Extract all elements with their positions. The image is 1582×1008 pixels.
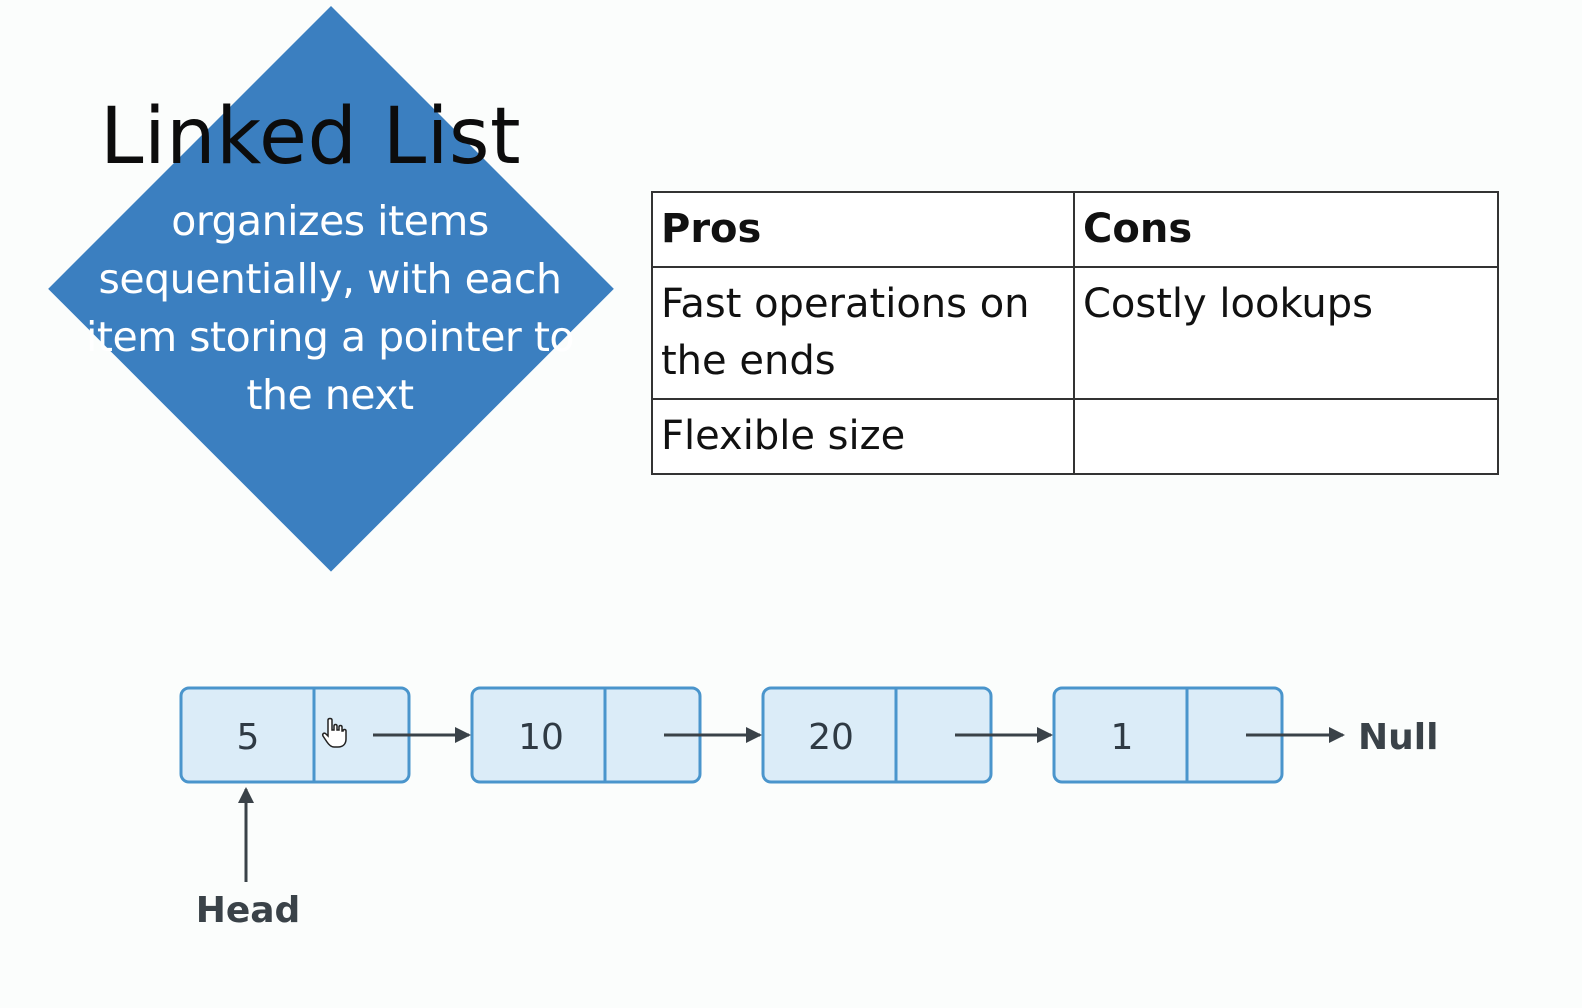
hand-pointer-icon [322,717,347,748]
table-cell: Fast operations on the ends [651,266,1075,400]
table-row: Flexible size [651,398,1499,475]
pros-cons-table: Pros Cons Fast operations on the ends Co… [651,191,1499,475]
pros-header: Pros [651,191,1075,268]
head-label: Head [196,890,301,931]
null-label: Null [1358,717,1438,758]
table-row: Fast operations on the ends Costly looku… [651,266,1499,400]
table-cell [1073,398,1499,475]
slide-description: organizes items sequentially, with each … [86,197,574,419]
list-node-1: 10 [470,686,702,784]
node-value: 1 [1111,717,1134,758]
node-value: 5 [237,717,260,758]
table-cell: Flexible size [651,398,1075,475]
table-cell: Costly lookups [1073,266,1499,400]
node-value: 10 [518,717,564,758]
cons-header: Cons [1073,191,1499,268]
table-header-row: Pros Cons [651,191,1499,268]
slide-title: Linked List [100,92,522,182]
node-value: 20 [808,717,854,758]
